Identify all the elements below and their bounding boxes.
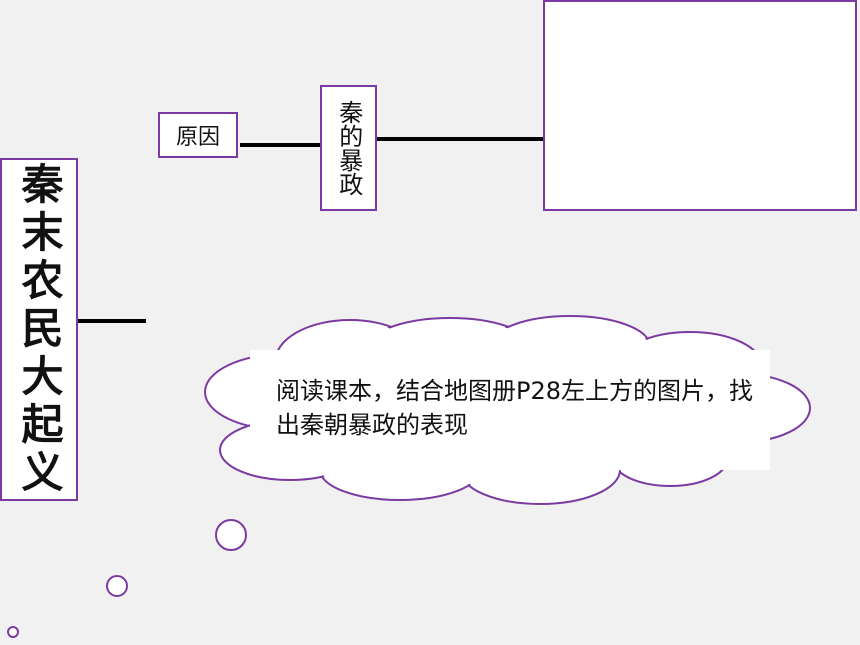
qin-tyranny-box: 秦的暴政: [320, 85, 377, 211]
connector-cause-to-tyranny: [240, 143, 322, 147]
cause-label: 原因: [175, 125, 220, 150]
main-title-box: 秦末农民大起义: [0, 158, 78, 501]
cloud-prompt-text: 阅读课本，结合地图册P28左上方的图片，找出秦朝暴政的表现: [276, 377, 754, 439]
connector-title-to-cause: [78, 319, 146, 323]
thought-bubble-medium: [106, 575, 128, 597]
thought-bubble-large: [215, 519, 247, 551]
main-title-text: 秦末农民大起义: [15, 161, 64, 498]
answer-box[interactable]: [543, 0, 857, 211]
connector-tyranny-to-answer: [377, 137, 543, 141]
cause-box: 原因: [158, 112, 238, 158]
qin-tyranny-label: 秦的暴政: [334, 100, 363, 196]
thought-bubble-small: [7, 626, 19, 638]
